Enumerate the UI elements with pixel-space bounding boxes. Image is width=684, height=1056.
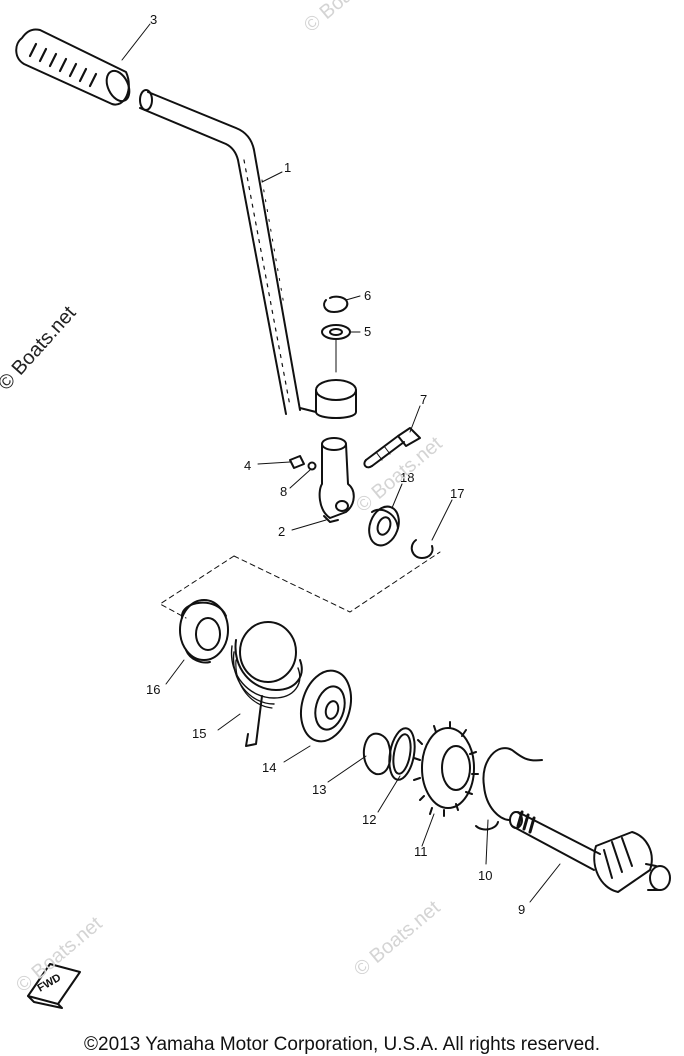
callout-16: 16 [146,682,160,697]
part-2-kick-boss [318,437,355,523]
part-16-spring-holder [179,599,229,664]
callout-18: 18 [400,470,414,485]
callout-17: 17 [450,486,464,501]
callout-14: 14 [262,760,276,775]
callout-6: 6 [364,288,371,303]
part-11-kick-gear [413,721,479,817]
callout-10: 10 [478,868,492,883]
callout-11: 11 [414,844,428,859]
part-15-return-spring [230,621,303,747]
callout-7: 7 [420,392,427,407]
part-13-circlip [362,732,392,776]
fwd-arrow-marker [27,963,81,1009]
callout-12: 12 [362,812,376,827]
callout-leaders [121,23,561,903]
copyright-notice: ©2013 Yamaha Motor Corporation, U.S.A. A… [84,1034,600,1055]
part-4-pin [289,455,305,469]
callout-13: 13 [312,782,326,797]
callout-4: 4 [244,458,251,473]
callout-8: 8 [280,484,287,499]
part-14-spring-cover [300,669,352,743]
part-8-ball [307,461,317,471]
callout-labels: 1 2 3 4 5 6 7 8 9 10 11 12 13 14 15 16 1… [146,12,525,917]
part-5-washer [321,324,351,340]
callout-3: 3 [150,12,157,27]
part-12-washer [388,727,416,781]
callout-9: 9 [518,902,525,917]
callout-2: 2 [278,524,285,539]
part-3-grip [15,28,131,106]
callout-5: 5 [364,324,371,339]
assembly-boundary [159,551,441,619]
part-10-kick-clip [475,747,543,831]
part-1-kick-lever [139,89,301,415]
part-7-bolt [363,427,421,469]
callout-1: 1 [284,160,291,175]
callout-15: 15 [192,726,206,741]
part-18-oil-seal [368,505,400,547]
part-17-circlip [410,539,434,559]
part-6-circlip [323,295,349,313]
lever-boss [299,379,357,419]
part-9-kick-axle [509,810,671,893]
